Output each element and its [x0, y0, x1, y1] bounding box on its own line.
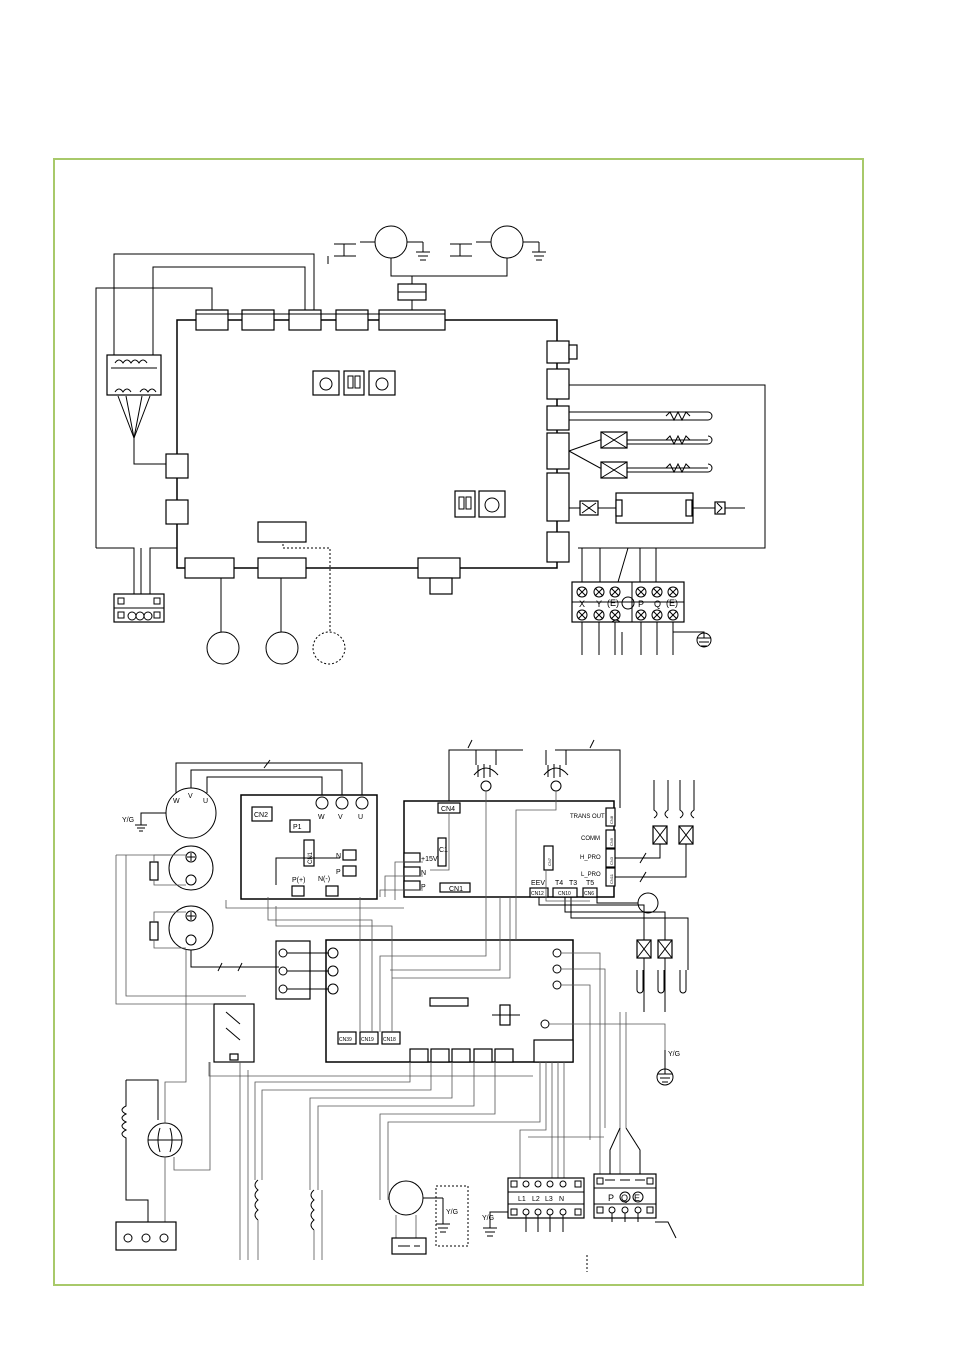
term-p-label: P: [638, 599, 644, 609]
term-x-label: X: [579, 599, 585, 609]
v15-label: +15V: [421, 856, 438, 863]
q-comm-label: Q: [621, 1193, 628, 1203]
cn19-label: CN19: [361, 1037, 374, 1043]
l3-label: L3: [545, 1196, 553, 1203]
cn3-label: CN3: [609, 856, 614, 865]
inv-u-label: U: [358, 814, 363, 821]
fan-motor-2: [450, 225, 546, 261]
cn10-label: CN10: [558, 891, 571, 897]
motor-u-label: U: [203, 798, 208, 805]
inv-n-label: N: [336, 853, 341, 860]
sensor-circle-1: [206, 631, 240, 665]
page-frame: [53, 158, 864, 1286]
cn4-label: CN4: [441, 806, 455, 813]
inv-nminus-label: N(-): [318, 876, 330, 883]
l2-label: L2: [532, 1196, 540, 1203]
indoor-unit-diagram: X Y (E) P Q (E): [95, 225, 766, 665]
term-y-label: Y: [596, 599, 602, 609]
n-terminal-label: N: [559, 1196, 564, 1203]
inv-p1-label: P1: [293, 824, 302, 831]
cn7-label: CN7: [547, 857, 552, 866]
h-pro-label: H_PRO: [580, 855, 601, 861]
l-pro-label: L_PRO: [581, 872, 601, 878]
comm-terminal: [593, 1173, 657, 1219]
eev-label: EEV: [531, 880, 545, 887]
e-comm-label: E: [634, 1193, 640, 1203]
yg-right-label: Y/G: [668, 1051, 680, 1058]
comm-label: COMM: [581, 836, 600, 842]
cn12-label: CN12: [531, 891, 544, 897]
t4-label: T4: [555, 880, 563, 887]
sensor-circle-2: [265, 631, 299, 665]
outdoor-unit-diagram: W V U Y/G CN2 W V U: [115, 739, 695, 1272]
yg-fan-label: Y/G: [446, 1209, 458, 1216]
p-label: P: [421, 884, 426, 891]
outdoor-fan-1: [448, 739, 523, 801]
cn1-label: CN1: [449, 886, 463, 893]
motor-w-label: W: [173, 798, 180, 805]
indoor-pcb: [176, 319, 558, 569]
cn11-label: CN11: [609, 873, 614, 884]
ic1-label: IC1: [437, 847, 448, 854]
n-label: N: [421, 870, 426, 877]
sensor-circle-3: [312, 631, 346, 665]
trans-out-label: TRANS OUT: [570, 814, 605, 820]
inv-cn2-label: CN2: [254, 812, 268, 819]
cn39-label: CN39: [339, 1037, 352, 1043]
yg-power-label: Y/G: [482, 1215, 494, 1222]
inv-pplus-label: P(+): [292, 877, 305, 884]
outdoor-fan-2: [543, 739, 621, 808]
cn6-label: CN6: [584, 891, 594, 897]
cn9-label: CN9: [609, 837, 614, 846]
cn8-label: CN8: [609, 815, 614, 824]
inv-v-label: V: [338, 814, 343, 821]
compressor-terminal: [115, 1221, 177, 1251]
term-e2-label: (E): [666, 598, 678, 608]
cn18-label: CN18: [383, 1037, 396, 1043]
inv-w-label: W: [318, 814, 325, 821]
t3-label: T3: [569, 880, 577, 887]
yg-motor-label: Y/G: [122, 817, 134, 824]
l1-label: L1: [518, 1196, 526, 1203]
t5-label: T5: [586, 880, 594, 887]
bottom-fan-motor: [388, 1180, 424, 1216]
inv-p-label: P: [336, 869, 341, 876]
term-e1-label: (E): [607, 598, 619, 608]
power-terminal: [507, 1177, 585, 1219]
term-q-label: Q: [654, 599, 661, 609]
motor-v-label: V: [188, 793, 193, 800]
p-comm-label: P: [608, 1193, 614, 1203]
inverter-module: [240, 794, 378, 900]
fan-motor-1: [327, 225, 430, 264]
